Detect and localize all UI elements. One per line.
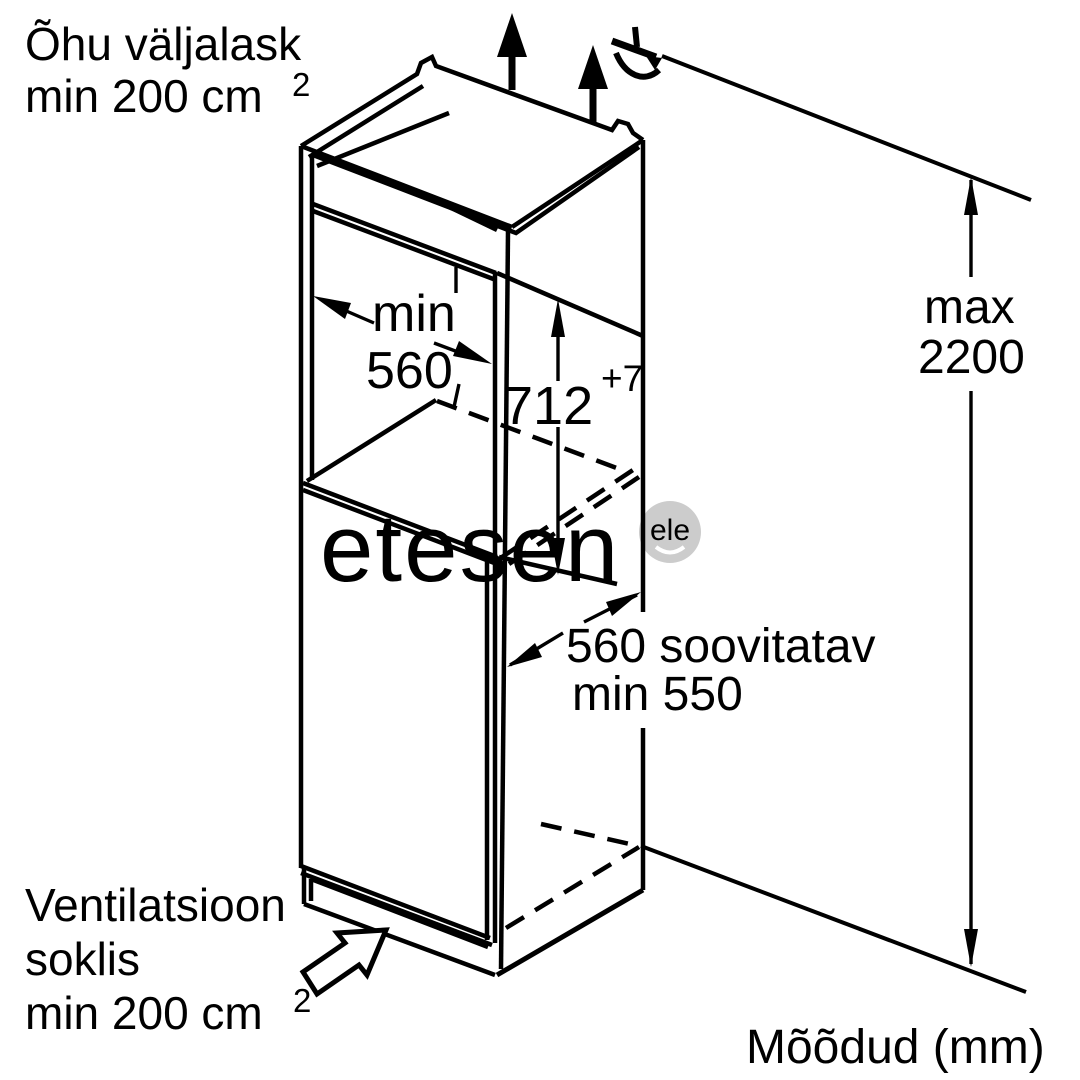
depth-label-line1: 560 soovitatav (566, 620, 876, 673)
units-label: Mõõdud (mm) (746, 1021, 1045, 1074)
door-bottom-edge-outer (300, 863, 491, 941)
plinth-vent-arrow-icon (299, 927, 390, 998)
dim-arrow-up-icon (964, 177, 978, 215)
max-height-label-line2: 2200 (918, 331, 1025, 384)
hidden-edges (436, 398, 641, 930)
ventilation-label-line2: soklis (25, 933, 140, 985)
niche-width-label-line1: min (372, 285, 456, 343)
air-outlet-label-line1: Õhu väljalask (25, 18, 302, 70)
niche-hidden-back-bottom-edge (436, 398, 631, 476)
dim-arrow-down-icon (551, 538, 565, 575)
plinth-recess-top-edge (310, 876, 489, 950)
dim-niche-height (551, 299, 565, 575)
dim-arrow-downleft-icon (507, 643, 542, 667)
cabinet-right-front-outer-edge (498, 230, 511, 970)
niche-hidden-right-bottom-edge-inner (507, 475, 641, 566)
air-outlet-symbol-icon (610, 26, 662, 80)
niche-height-tolerance: +7 (601, 358, 643, 399)
air-outlet-label-sup: 2 (292, 66, 310, 103)
dim-arrow-left-icon (313, 296, 351, 319)
dim-arrow-down-icon (964, 929, 978, 967)
niche-top-edge-outer (312, 201, 497, 276)
air-up-arrow-icon (497, 13, 527, 57)
watermark-badge-smile-icon (654, 545, 686, 555)
dim-niche-width (313, 267, 492, 408)
cabinet-top-inner-left-edge (307, 84, 425, 159)
reference-lines (640, 54, 1032, 994)
cabinet-outline (298, 53, 646, 978)
cabinet-top-back-edges (299, 53, 645, 148)
cabinet-top-right-edge (510, 138, 645, 229)
diagram-labels: Õhu väljalask min 200 cm 2 min 560 712 +… (25, 18, 1045, 1074)
niche-top-edge-inner (312, 208, 497, 283)
cabinet-top-inner-edges (312, 145, 641, 236)
ventilation-label-line3: min 200 cm (25, 987, 263, 1039)
dim-depth (507, 592, 641, 667)
niche-shelf-front-edge-outer (302, 480, 498, 560)
dim-niche-width-ticks (452, 267, 461, 408)
vent-band-back-edge (316, 110, 450, 169)
dim-arrow-right-icon (453, 341, 492, 364)
watermark-badge-text: ele (650, 514, 690, 547)
niche-shelf-left-receding-edge (305, 398, 438, 483)
ventilation-label-line1: Ventilatsioon (25, 879, 286, 931)
base-hidden-right-bottom-edge (504, 845, 641, 930)
niche-height-label: 712 (503, 376, 593, 436)
air-up-arrow2-shaft (589, 86, 597, 122)
niche-hidden-right-bottom-edge-outer (500, 468, 635, 559)
plinth-bottom-front-edge (303, 901, 496, 978)
cabinet-bottom-right-edge (495, 887, 645, 978)
airflow-arrows (497, 13, 608, 122)
air-up-arrow2-icon (578, 45, 608, 89)
watermark-badge (639, 501, 701, 563)
dim-max-height (964, 177, 978, 967)
side-niche-top-level-line (496, 270, 644, 339)
air-up-arrow-shaft (508, 54, 516, 90)
base-hidden-back-bottom-edge (540, 821, 635, 848)
air-outlet-label-line2: min 200 cm (25, 70, 263, 122)
niche-shelf-front-edge-inner (302, 487, 498, 567)
vent-band-right-edge (419, 190, 498, 233)
floor-reference-line (640, 844, 1027, 994)
dim-arrow-up-icon (551, 299, 565, 337)
ventilation-label-sup: 2 (293, 982, 311, 1019)
niche-width-label-line2: 560 (366, 342, 453, 400)
top-reference-line (661, 54, 1032, 202)
max-height-label-line1: max (924, 281, 1015, 334)
depth-label-line2: min 550 (572, 668, 743, 721)
dim-arrow-upright-icon (606, 592, 641, 616)
